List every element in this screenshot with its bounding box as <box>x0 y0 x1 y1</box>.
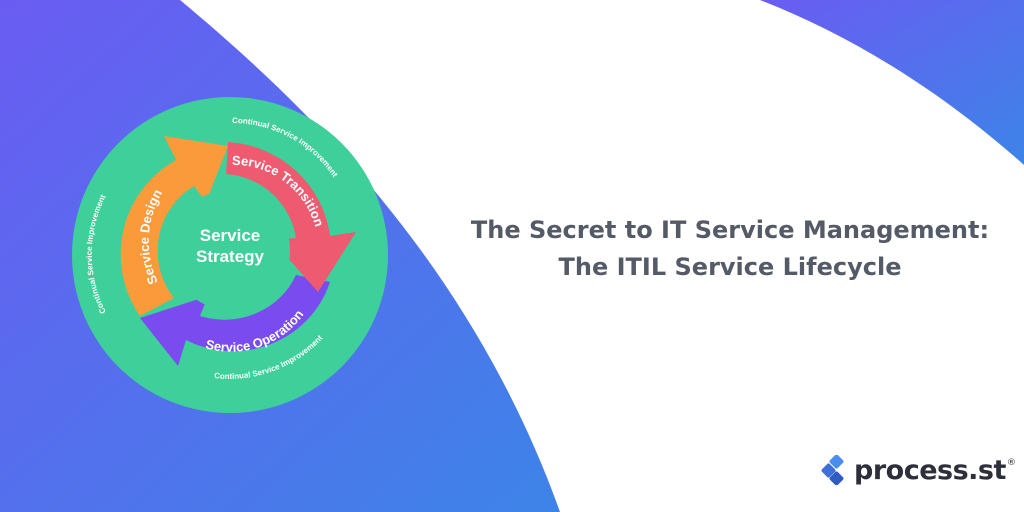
page-headline: The Secret to IT Service Management: The… <box>470 212 990 286</box>
brand-wordmark: process.st <box>854 454 1006 486</box>
headline-line-2: The ITIL Service Lifecycle <box>558 253 902 281</box>
process-st-logo-icon <box>821 455 844 485</box>
top-right-blue-swoosh <box>760 0 1024 165</box>
service-strategy-label-line2: Strategy <box>196 247 265 266</box>
brand-trademark: ® <box>1006 458 1016 468</box>
brand-logo: process.st ® <box>818 452 1016 488</box>
service-operation-arrow <box>140 275 330 366</box>
service-strategy-label-line1: Service <box>200 226 261 245</box>
service-transition-arrow <box>226 142 356 292</box>
headline-line-1: The Secret to IT Service Management: <box>470 216 990 244</box>
service-design-arrow <box>120 136 228 316</box>
inner-core <box>170 190 290 310</box>
